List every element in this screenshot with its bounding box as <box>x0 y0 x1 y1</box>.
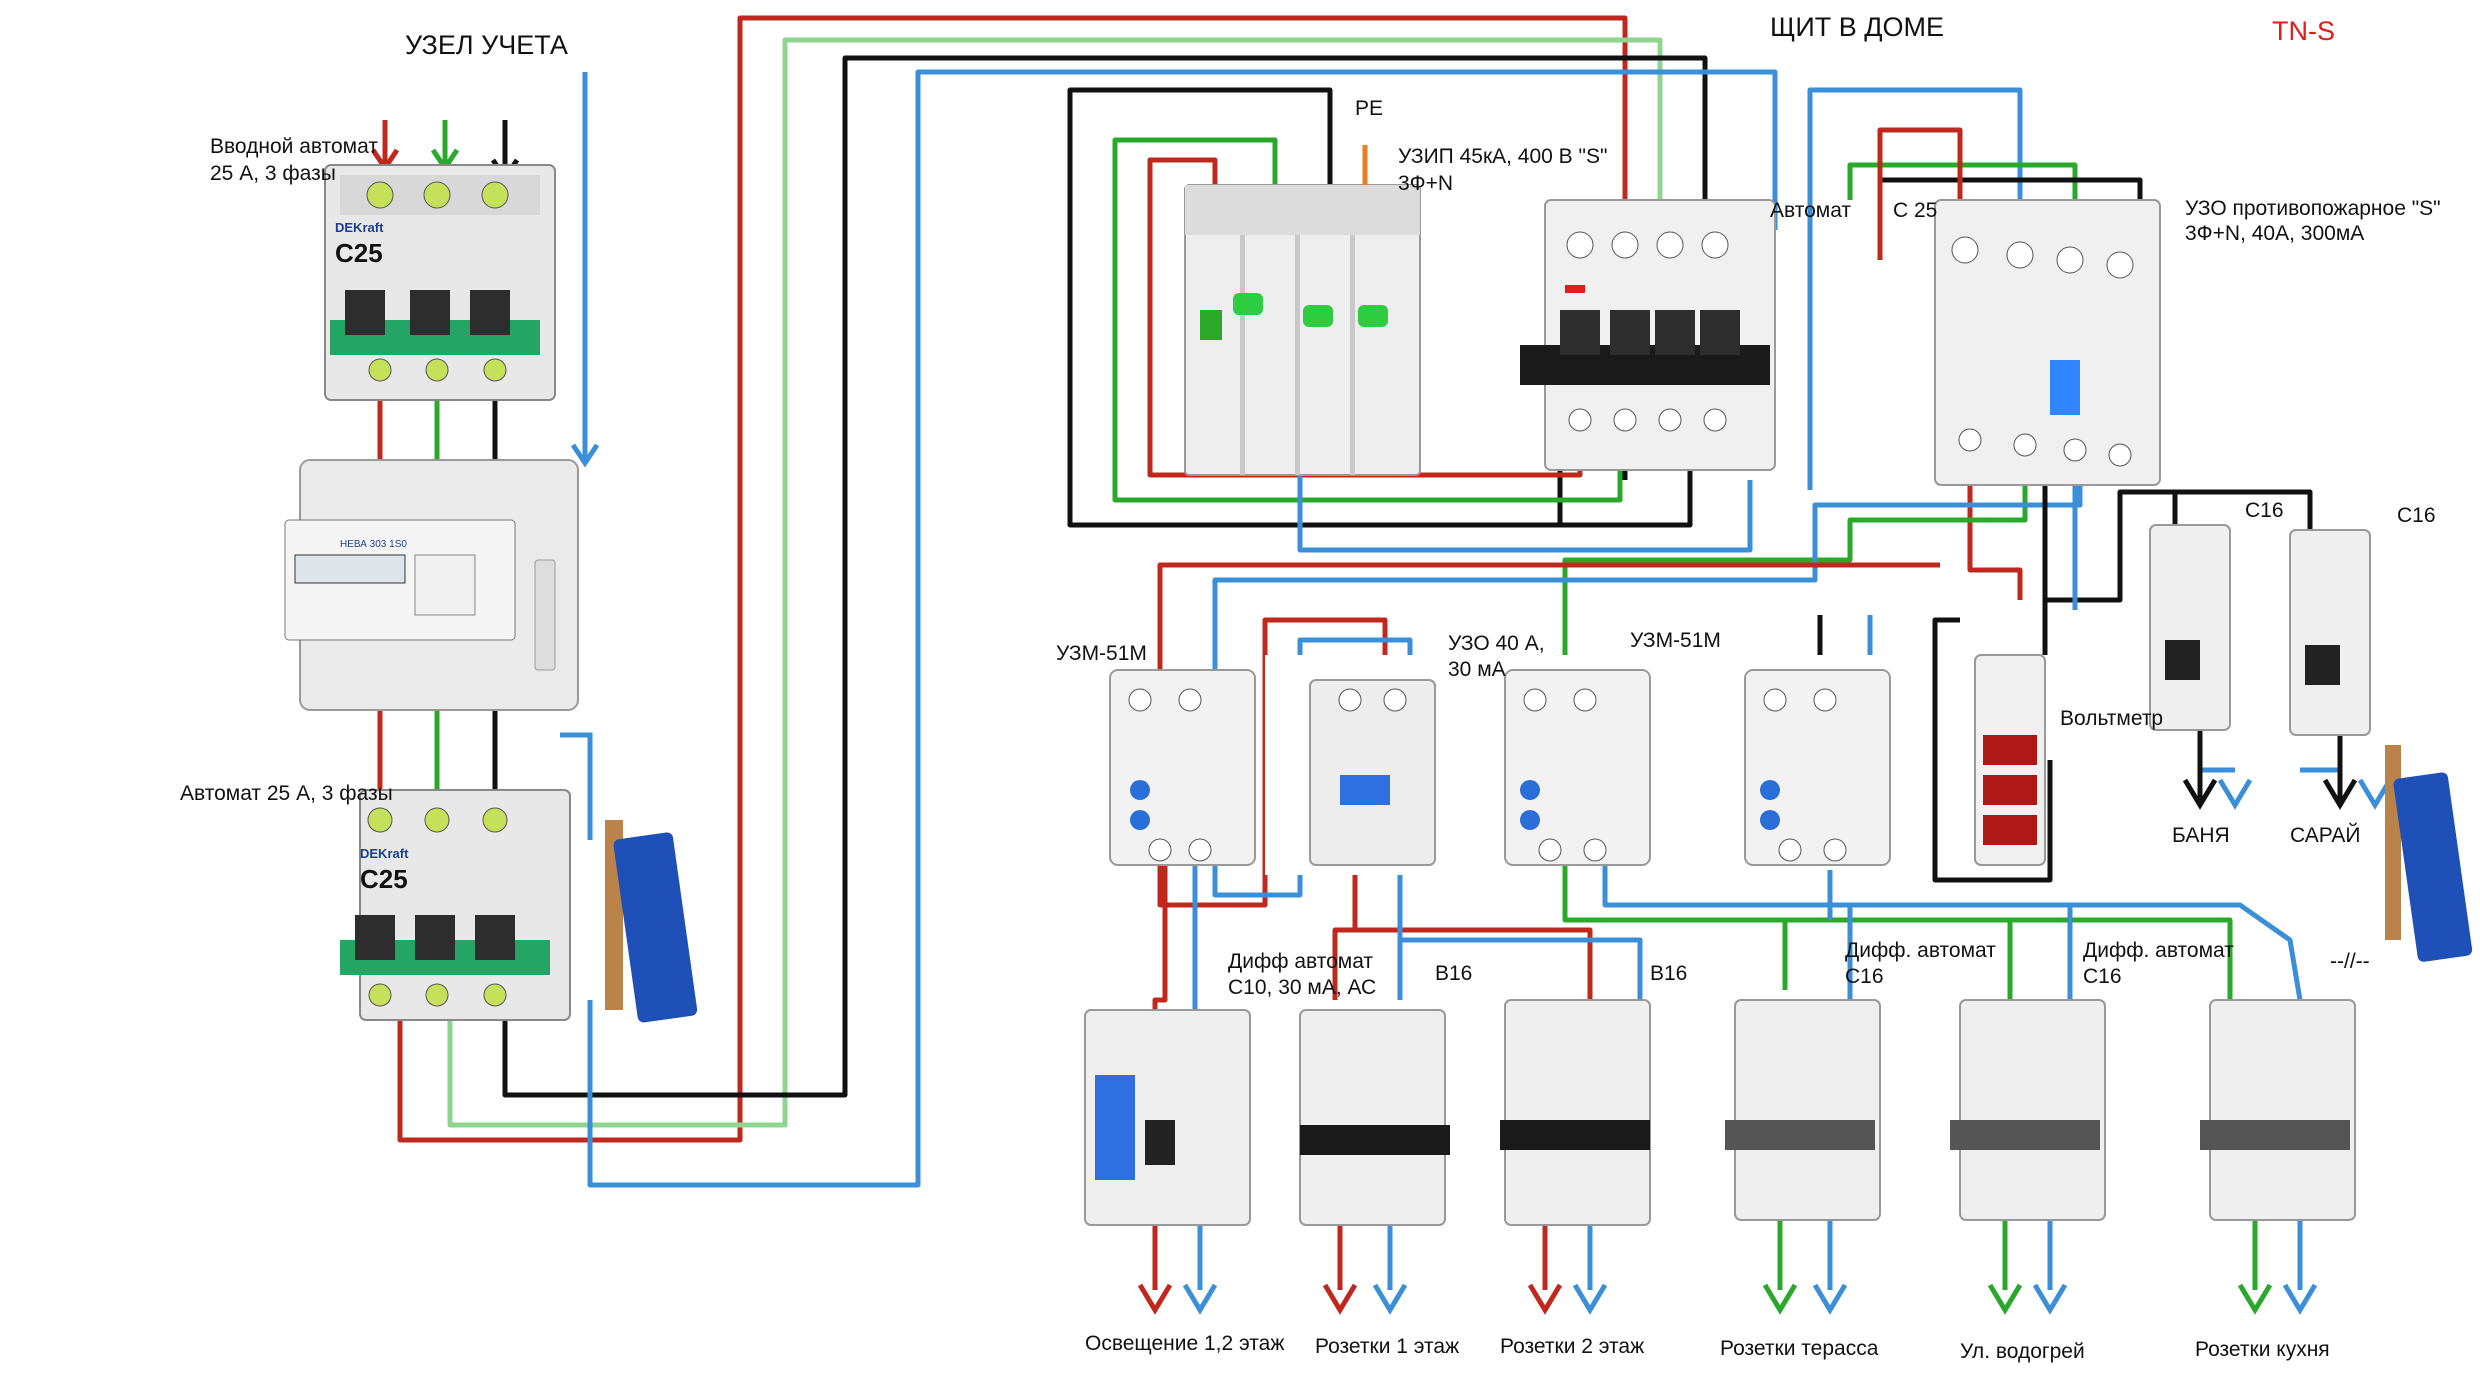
breaker-brand-2: DEKraft <box>360 846 409 861</box>
meter-model: НЕВА 303 1S0 <box>340 539 407 550</box>
output-arrows <box>1137 778 2393 1315</box>
diff-c16-label-1a: Дифф. автомат <box>1845 939 1996 962</box>
main-breaker-label: Автомат <box>1770 199 1852 222</box>
breaker-brand: DEKraft <box>335 220 384 235</box>
output-water-heater: Ул. водогрей <box>1960 1340 2085 1363</box>
uzm-relay-mid <box>1504 669 1651 866</box>
wire-phase-black <box>502 55 1708 1098</box>
diff-c16-label-2b: С16 <box>2083 965 2122 988</box>
pe-label: PE <box>1355 97 1384 120</box>
meter-node-wires <box>377 400 593 840</box>
rcd40-label-1: УЗО 40 А, <box>1448 632 1545 655</box>
neutral-busbar-panel <box>2385 745 2473 962</box>
main-breaker-rating-label: С 25 <box>1893 199 1938 222</box>
diff-breaker-c16-kitchen <box>2200 999 2356 1221</box>
b16-breaker-2 <box>1500 999 1651 1226</box>
spd-surge-protector <box>1184 145 1421 476</box>
system-title: TN-S <box>2272 16 2335 46</box>
fire-rcd-label-1: УЗО противопожарное "S" <box>2185 197 2441 220</box>
breaker-rating: C25 <box>335 238 383 268</box>
output-sockets-floor1: Розетки 1 этаж <box>1315 1335 1460 1358</box>
b16-label-1: В16 <box>1435 962 1473 985</box>
wire-phase-green <box>447 37 1663 1128</box>
input-breaker: DEKraft C25 <box>324 164 556 401</box>
output-lighting: Освещение 1,2 этаж <box>1085 1332 1285 1355</box>
bath-label: БАНЯ <box>2172 824 2230 847</box>
c16-breaker-shed <box>2289 529 2371 736</box>
house-panel-title: ЩИТ В ДОМЕ <box>1770 12 1945 42</box>
rcd40-label-2: 30 мА <box>1448 658 1506 681</box>
c16-breaker-bath <box>2149 524 2231 731</box>
diff-c16-label-2a: Дифф. автомат <box>2083 939 2234 962</box>
neutral-busbar-meter <box>605 820 698 1023</box>
wire-phase-red <box>397 15 1628 1143</box>
voltmeter-label: Вольтметр <box>2060 707 2164 730</box>
shed-label: САРАЙ <box>2290 824 2361 847</box>
spd-label-1: УЗИП 45кА, 400 В "S" <box>1398 145 1608 168</box>
uzm-left-label: УЗМ-51М <box>1056 642 1147 665</box>
electricity-meter: НЕВА 303 1S0 <box>284 459 579 711</box>
c16-left-label: С16 <box>2245 499 2284 522</box>
fire-rcd <box>1934 199 2161 486</box>
diff-c10-label-2: С10, 30 мА, АС <box>1228 976 1377 999</box>
output-sockets-floor2: Розетки 2 этаж <box>1500 1335 1645 1358</box>
wire-neutral-blue <box>587 69 1778 1188</box>
diff-breaker-c16-terrace <box>1725 999 1881 1221</box>
continuation-mark: --//-- <box>2330 950 2370 973</box>
uzm-relay-right <box>1744 669 1891 866</box>
output-sockets-terrace: Розетки терасса <box>1720 1337 1879 1360</box>
supply-wires <box>397 15 1778 1188</box>
main-breaker-4p <box>1520 199 1776 471</box>
voltmeter <box>1974 654 2046 866</box>
diff-breaker-c10 <box>1084 1009 1251 1226</box>
input-breaker-label-1: Вводной автомат <box>210 135 378 158</box>
output-sockets-kitchen: Розетки кухня <box>2195 1338 2330 1361</box>
diff-c16-label-1b: С16 <box>1845 965 1884 988</box>
spd-label-2: 3Ф+N <box>1398 172 1454 195</box>
breaker-rating-2: C25 <box>360 864 408 894</box>
meter-node-title: УЗЕЛ УЧЕТА <box>405 30 568 60</box>
input-breaker-label-2: 25 А, 3 фазы <box>210 162 336 185</box>
fire-rcd-label-2: 3Ф+N, 40А, 300мА <box>2185 222 2365 245</box>
b16-breaker-1 <box>1299 1009 1450 1226</box>
uzm-relay-left <box>1109 669 1256 866</box>
rcd-40a <box>1265 655 1480 875</box>
c16-right-label: С16 <box>2397 504 2436 527</box>
diff-breaker-c16-heater <box>1950 999 2106 1221</box>
meter-output-breaker-label: Автомат 25 А, 3 фазы <box>180 782 393 805</box>
diff-c10-label-1: Дифф автомат <box>1228 950 1374 973</box>
uzm-mid-label: УЗМ-51М <box>1630 629 1721 652</box>
b16-label-2: В16 <box>1650 962 1688 985</box>
meter-output-breaker: DEKraft C25 <box>340 789 571 1021</box>
